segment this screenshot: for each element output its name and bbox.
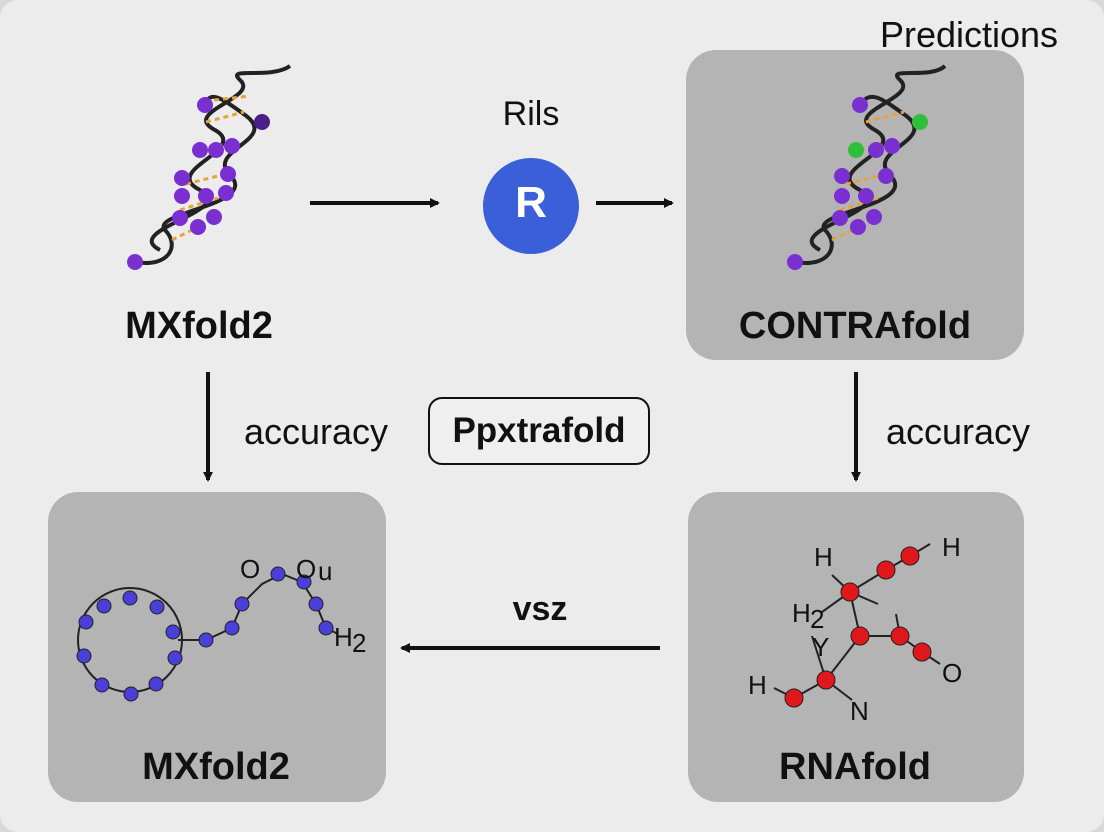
ppxtrafold-box: Ppxtrafold: [428, 397, 650, 465]
atom-h-top1: H: [814, 542, 833, 572]
atom-n: N: [850, 696, 869, 726]
mxfold2-top-label: MXfold2: [125, 305, 273, 347]
helix-icon-mxfold2: [127, 64, 292, 270]
atom-o2-suffix: u: [318, 556, 332, 586]
atom-o-right: O: [942, 658, 962, 688]
atom-o2: O: [296, 554, 316, 584]
r-badge-circle: [483, 158, 579, 254]
helix-icon-contrafold: [787, 64, 947, 270]
atom-h2-left-sub: 2: [352, 628, 366, 658]
panel-mxfold2-bottom: [48, 492, 386, 802]
network-molecule-icon: H H H 2 Y H N O: [748, 532, 962, 726]
accuracy-left-label: accuracy: [243, 411, 389, 452]
contrafold-label: CONTRAfold: [738, 305, 972, 347]
atom-h2-right: H: [792, 598, 811, 628]
panel-rnafold: [688, 492, 1024, 802]
atom-y: Y: [812, 632, 829, 662]
predictions-label: Predictions: [879, 14, 1059, 55]
atom-h2-left: H: [334, 622, 353, 652]
rnafold-label: RNAfold: [779, 746, 931, 788]
rils-label: Rils: [502, 95, 560, 133]
vsz-label: vsz: [512, 590, 568, 628]
ring-molecule-icon: O O u H 2: [76, 554, 366, 702]
atom-o1: O: [240, 554, 260, 584]
mxfold2-bottom-label: MXfold2: [142, 746, 290, 788]
accuracy-right-label: accuracy: [885, 411, 1031, 452]
r-badge-letter: R: [515, 178, 547, 227]
atom-h2-right-sub: 2: [810, 604, 824, 634]
atom-h-top2: H: [942, 532, 961, 562]
atom-h-left: H: [748, 670, 767, 700]
